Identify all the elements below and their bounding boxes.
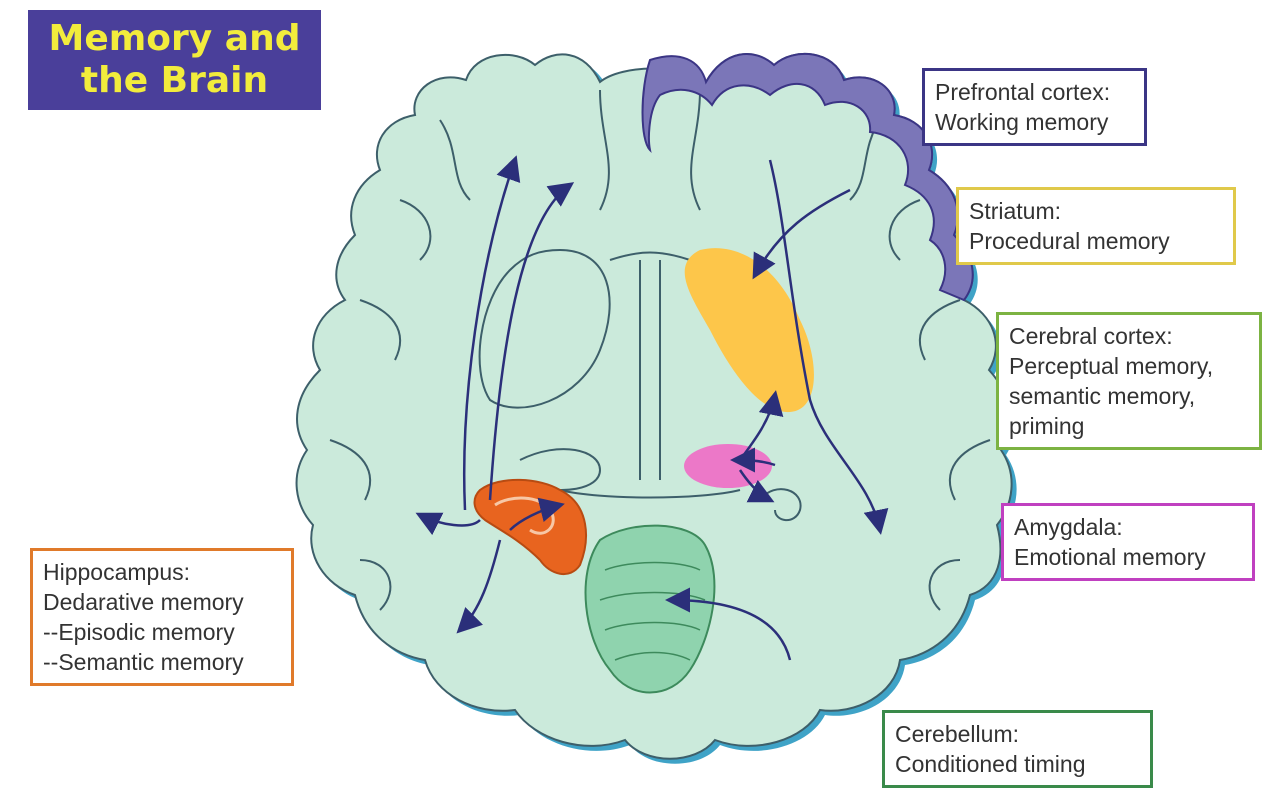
cerebellum-folds <box>599 561 706 661</box>
prefrontal-title: Prefrontal cortex: <box>935 79 1111 105</box>
hippocampus-desc-3: --Semantic memory <box>43 649 244 675</box>
striatum-label: Striatum: Procedural memory <box>956 187 1236 265</box>
striatum-region <box>684 248 814 413</box>
title-box: Memory and the Brain <box>28 10 321 110</box>
brain-sulci <box>329 89 991 611</box>
hippocampus-desc-2: --Episodic memory <box>43 619 235 645</box>
connection-arrows <box>415 155 889 661</box>
right-swirl <box>759 488 802 522</box>
prefrontal-desc: Working memory <box>935 109 1109 135</box>
amygdala-desc: Emotional memory <box>1014 544 1206 570</box>
striatum-title: Striatum: <box>969 198 1062 224</box>
cerebral-cortex-label: Cerebral cortex: Perceptual memory, sema… <box>996 312 1262 450</box>
cerebral-title: Cerebral cortex: <box>1009 323 1173 349</box>
prefrontal-region <box>641 52 974 302</box>
amygdala-label: Amygdala: Emotional memory <box>1001 503 1255 581</box>
hippocampus-title: Hippocampus: <box>43 559 191 585</box>
left-lentiform <box>478 248 611 409</box>
prefrontal-label: Prefrontal cortex: Working memory <box>922 68 1147 146</box>
title-line-1: Memory and <box>48 18 301 59</box>
cerebral-desc-2: semantic memory, <box>1009 383 1196 409</box>
cerebellum-label: Cerebellum: Conditioned timing <box>882 710 1153 788</box>
title-line-2: the Brain <box>80 60 269 101</box>
cerebellum-desc: Conditioned timing <box>895 751 1086 777</box>
cerebral-desc-1: Perceptual memory, <box>1009 353 1214 379</box>
cerebellum-title: Cerebellum: <box>895 721 1019 747</box>
cerebellum-region <box>584 524 716 694</box>
amygdala-region <box>684 444 772 488</box>
amygdala-title: Amygdala: <box>1014 514 1123 540</box>
hippocampus-label: Hippocampus: Dedarative memory --Episodi… <box>30 548 294 686</box>
striatum-desc: Procedural memory <box>969 228 1170 254</box>
cerebral-desc-3: priming <box>1009 413 1085 439</box>
hippocampus-desc-1: Dedarative memory <box>43 589 244 615</box>
